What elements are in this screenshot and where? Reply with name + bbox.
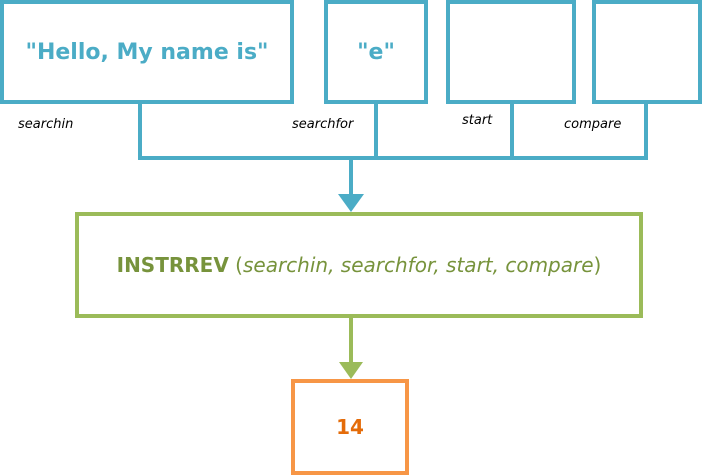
result-value: 14 bbox=[336, 415, 364, 439]
function-open-paren: ( bbox=[228, 253, 243, 277]
function-call: INSTRREV (searchin, searchfor, start, co… bbox=[117, 253, 602, 277]
compare-label: compare bbox=[564, 117, 622, 132]
result-box: 14 bbox=[291, 379, 409, 475]
arrow-to-function-head bbox=[338, 194, 364, 212]
connector-compare bbox=[512, 102, 648, 160]
arrow-to-result-head bbox=[339, 362, 363, 379]
searchin-value-box: "Hello, My name is" bbox=[0, 0, 294, 104]
searchin-label: searchin bbox=[18, 117, 74, 132]
searchfor-label: searchfor bbox=[292, 117, 354, 132]
function-close-paren: ) bbox=[593, 253, 602, 277]
searchfor-value-box: "e" bbox=[324, 0, 428, 104]
start-label: start bbox=[462, 113, 493, 128]
compare-value-box bbox=[592, 0, 702, 104]
start-value-box bbox=[446, 0, 576, 104]
function-name: INSTRREV bbox=[116, 253, 229, 277]
searchin-value: "Hello, My name is" bbox=[25, 39, 269, 65]
searchfor-value: "e" bbox=[357, 39, 395, 65]
connector-searchin bbox=[138, 102, 512, 160]
function-args: searchin, searchfor, start, compare bbox=[242, 253, 594, 277]
function-box: INSTRREV (searchin, searchfor, start, co… bbox=[75, 212, 643, 318]
